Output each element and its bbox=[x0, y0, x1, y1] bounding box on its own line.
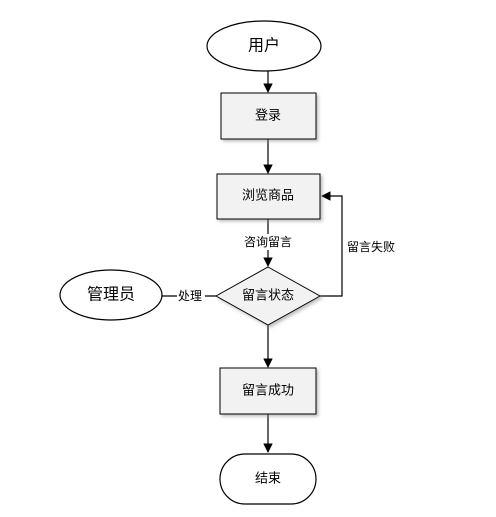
node-login-label: 登录 bbox=[255, 109, 281, 124]
node-end: 结束 bbox=[219, 453, 317, 505]
node-decision-label: 留言状态 bbox=[242, 289, 294, 304]
node-admin-label: 管理员 bbox=[87, 285, 135, 304]
node-login: 登录 bbox=[220, 92, 317, 140]
edge-label-consult: 咨询留言 bbox=[244, 234, 292, 249]
node-success-label: 留言成功 bbox=[242, 384, 294, 399]
edge-label-fail: 留言失败 bbox=[347, 239, 395, 254]
node-start-label: 用户 bbox=[248, 36, 280, 55]
node-start: 用户 bbox=[206, 20, 322, 72]
edge-label-handle: 处理 bbox=[178, 289, 202, 303]
edge-labels: 咨询留言 处理 留言失败 bbox=[177, 234, 395, 304]
node-end-label: 结束 bbox=[255, 472, 281, 487]
node-browse: 浏览商品 bbox=[216, 173, 321, 220]
node-admin: 管理员 bbox=[59, 269, 163, 321]
edge-decision-fail-browse bbox=[320, 191, 343, 297]
node-browse-label: 浏览商品 bbox=[242, 188, 294, 204]
node-decision: 留言状态 bbox=[214, 266, 322, 326]
node-success: 留言成功 bbox=[219, 367, 317, 415]
